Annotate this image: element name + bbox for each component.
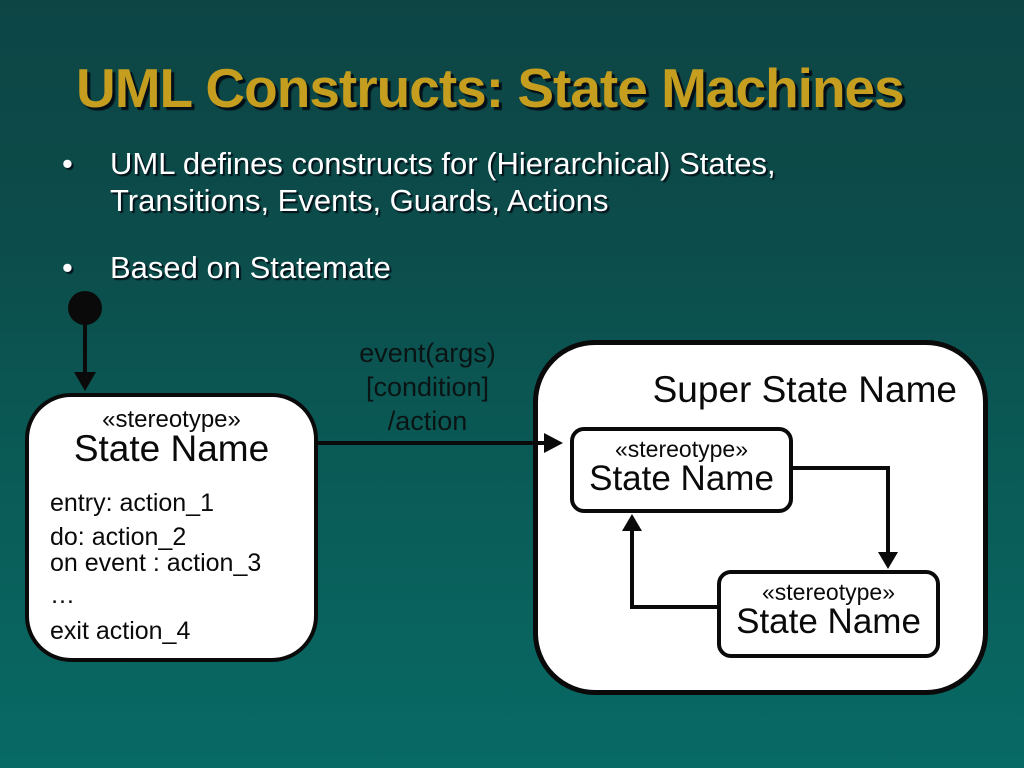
transition-event: event(args): [359, 338, 496, 368]
transition-action: /action: [387, 406, 468, 436]
state-entry-action: entry: action_1: [50, 489, 214, 517]
initial-state-marker: [68, 291, 102, 325]
state-stereotype: «stereotype»: [102, 406, 241, 433]
state-on-event-action: on event : action_3: [50, 549, 262, 577]
bullet-glyph: •: [62, 146, 73, 181]
arrowhead-down-icon: [74, 372, 96, 391]
substate-stereotype: «stereotype»: [615, 436, 748, 462]
arrowhead-right-icon: [544, 433, 563, 453]
bullet-line: Transitions, Events, Guards, Actions: [110, 183, 609, 218]
inner-transition-2-line: [632, 605, 717, 609]
slide-title: UML Constructs: State Machines: [76, 57, 905, 119]
state-name: State Name: [73, 428, 270, 469]
arrowhead-down-icon: [878, 552, 898, 569]
state-box: «stereotype» State Name entry: action_1 …: [25, 393, 318, 662]
bullet-text: UML defines constructs for (Hierarchical…: [110, 145, 776, 219]
inner-transition-2-line: [630, 531, 634, 609]
substate-name: State Name: [736, 602, 921, 641]
substate-box-1: «stereotype» State Name: [570, 427, 793, 513]
inner-transition-1-line: [886, 466, 890, 552]
substate-name: State Name: [589, 459, 774, 498]
inner-transition-1-line: [793, 466, 888, 470]
substate-box-2: «stereotype» State Name: [717, 570, 940, 658]
initial-transition-line: [83, 322, 87, 373]
super-state-name: Super State Name: [652, 369, 957, 410]
transition-line: [318, 441, 546, 445]
state-do-action: do: action_2: [50, 523, 187, 551]
bullet-line: Based on Statemate: [110, 250, 391, 285]
bullet-text: Based on Statemate: [110, 249, 391, 286]
transition-condition: [condition]: [365, 372, 490, 402]
transition-label: event(args) [condition] /action: [330, 336, 525, 438]
state-ellipsis: …: [50, 581, 75, 609]
bullet-item-2: • Based on Statemate: [62, 249, 391, 286]
bullet-line: UML defines constructs for (Hierarchical…: [110, 146, 776, 181]
arrowhead-up-icon: [622, 514, 642, 531]
bullet-glyph: •: [62, 250, 73, 285]
bullet-item-1: • UML defines constructs for (Hierarchic…: [62, 145, 776, 219]
state-exit-action: exit action_4: [50, 617, 191, 645]
substate-stereotype: «stereotype»: [762, 579, 895, 605]
